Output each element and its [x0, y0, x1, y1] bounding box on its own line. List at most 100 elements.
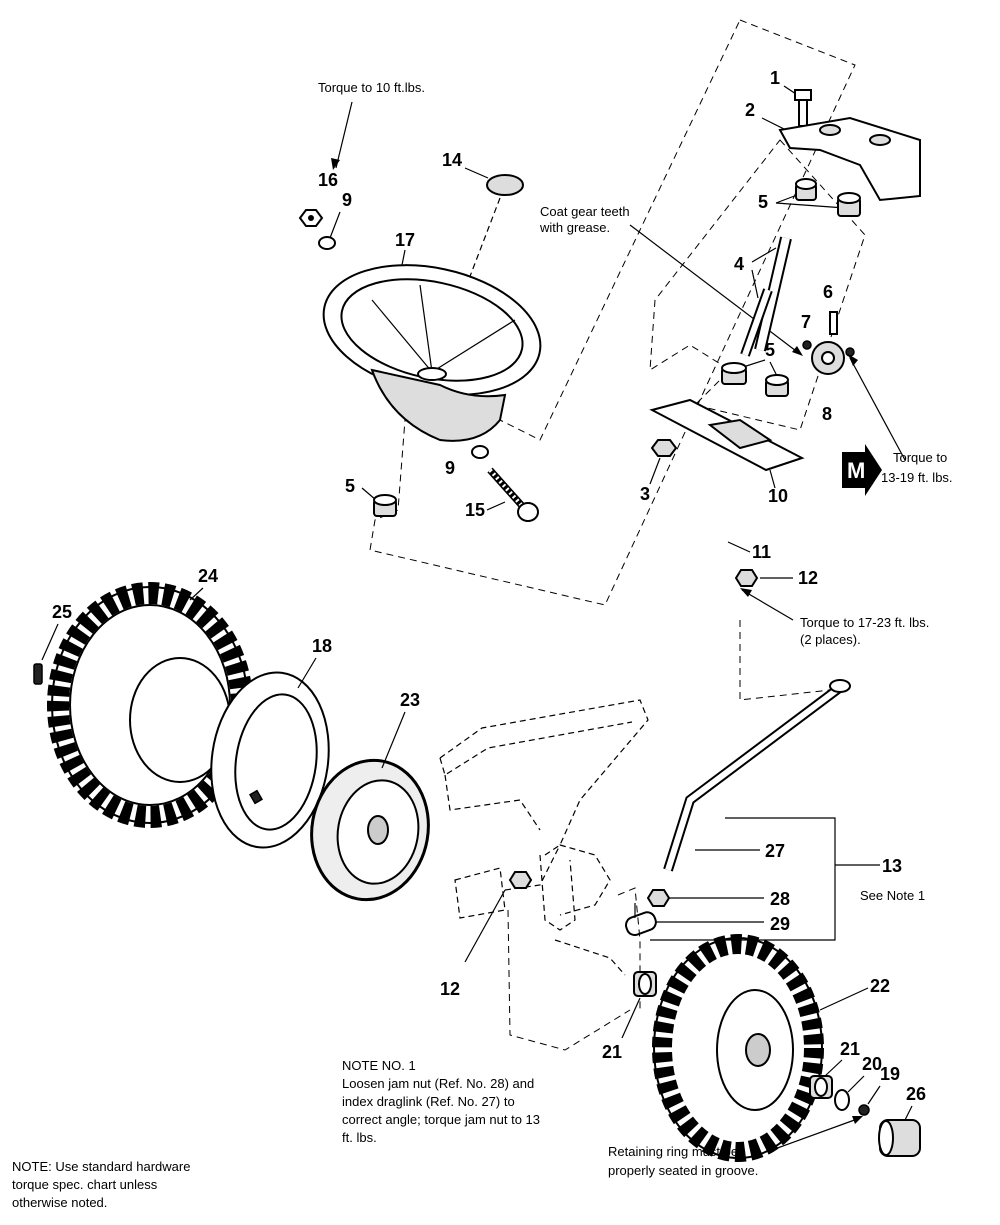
general-note-line2: torque spec. chart unless: [12, 1177, 158, 1192]
note1-line1: Loosen jam nut (Ref. No. 28) and: [342, 1076, 534, 1091]
leader-line: [727, 541, 751, 553]
leader-line: [381, 711, 406, 769]
bushing-5-upper-a: [795, 178, 817, 201]
leader-line: [847, 1075, 865, 1093]
general-note-line3: otherwise noted.: [12, 1195, 107, 1210]
retaining-ring-arrow-line: [771, 1117, 861, 1151]
arrow-head-icon: [848, 354, 858, 366]
draglink-end: [829, 679, 851, 693]
steering-wheel-17: [322, 264, 542, 442]
callout-22: 22: [870, 976, 890, 996]
callout-16: 16: [318, 170, 338, 190]
bushing-21-inner: [633, 971, 657, 997]
leader-line: [464, 889, 506, 963]
bushing-21-outer: [809, 1075, 833, 1099]
leader-line: [621, 997, 641, 1039]
inner-tube-18: [210, 671, 330, 849]
hub-cap-26: [878, 1119, 921, 1157]
callout-4: 4: [734, 254, 744, 274]
leader-line: [486, 501, 506, 511]
bushing-5-upper-b: [837, 192, 861, 217]
leader-line: [329, 211, 341, 239]
coat-gear-note-line2: with grease.: [539, 220, 610, 235]
callout-25: 25: [52, 602, 72, 622]
bushing-5-lower-a: [721, 362, 747, 385]
pitman-arm-11-inner: [714, 514, 743, 603]
note1-line2: index draglink (Ref. No. 27) to: [342, 1094, 515, 1109]
callout-5-upper: 5: [758, 192, 768, 212]
arrow-head-icon: [740, 588, 752, 597]
shaft-4-lower: [740, 288, 773, 357]
callout-9-lower: 9: [445, 458, 455, 478]
callout-12-frame: 12: [440, 979, 460, 999]
callout-14: 14: [442, 150, 462, 170]
bolt-15: [487, 467, 539, 522]
callout-23: 23: [400, 690, 420, 710]
nut-12-arm: [734, 569, 759, 587]
callout-1: 1: [770, 68, 780, 88]
draglink-27: [663, 682, 845, 872]
service-manual-badge: M: [842, 444, 882, 496]
steering-shaft-boundary: [649, 139, 866, 431]
washer-20: [834, 1089, 850, 1111]
note1-title: NOTE NO. 1: [342, 1058, 416, 1073]
bushing-5-wheel: [373, 494, 397, 517]
callout-15: 15: [465, 500, 485, 520]
callout-19: 19: [880, 1064, 900, 1084]
leader-line: [751, 247, 777, 263]
bracket-13-group: [650, 817, 836, 941]
general-note-line1: NOTE: Use standard hardware: [12, 1159, 190, 1174]
callout-3: 3: [640, 484, 650, 504]
front-tire-22: [652, 934, 824, 1162]
coat-gear-arrow-line: [629, 224, 801, 355]
retaining-ring-note-line2: properly seated in groove.: [608, 1163, 758, 1178]
pinion-gear-8: [811, 341, 845, 375]
callout-13: 13: [882, 856, 902, 876]
callout-12-arm: 12: [798, 568, 818, 588]
torque-sector-note-line1: Torque to: [893, 450, 947, 465]
jam-nut-28: [646, 889, 671, 907]
nut-3: [650, 439, 678, 457]
ball-joint-29: [625, 903, 657, 936]
washer-9-lower: [471, 445, 489, 459]
callout-8: 8: [822, 404, 832, 424]
callout-26: 26: [906, 1084, 926, 1104]
callout-2: 2: [745, 100, 755, 120]
fastener: [845, 347, 855, 357]
torque-arrow-line: [335, 101, 353, 169]
arrow-head-icon: [852, 1116, 863, 1124]
callout-7: 7: [801, 312, 811, 332]
fastener-7: [802, 340, 812, 350]
frame-axle-boundary: [507, 909, 631, 1051]
plate-cutout: [707, 418, 773, 450]
callout-9-top: 9: [342, 190, 352, 210]
leader-line: [649, 457, 661, 485]
leader-line: [769, 469, 776, 489]
callout-18: 18: [312, 636, 332, 656]
note1-line3: correct angle; torque jam nut to 13: [342, 1112, 540, 1127]
bolt-1: [794, 89, 812, 127]
leader-line: [819, 987, 869, 1011]
leader-line: [189, 587, 204, 601]
shaft-4-upper: [754, 236, 792, 352]
note1-line4: ft. lbs.: [342, 1130, 377, 1145]
leader-line: [751, 269, 759, 299]
torque-sector-arrow-line: [849, 357, 906, 461]
bracket-hole: [869, 134, 891, 146]
callout-5-lower: 5: [765, 340, 775, 360]
torque-arm-note-line1: Torque to 17-23 ft. lbs.: [800, 615, 929, 630]
callout-20: 20: [862, 1054, 882, 1074]
nut-hole: [308, 215, 314, 221]
leader-line: [464, 167, 489, 179]
callout-6: 6: [823, 282, 833, 302]
leader-line: [824, 1059, 843, 1077]
retaining-ring-19: [858, 1104, 870, 1116]
callout-28: 28: [770, 889, 790, 909]
callout-5-wheel: 5: [345, 476, 355, 496]
callout-27: 27: [765, 841, 785, 861]
retaining-ring-note-line1: Retaining ring must be: [608, 1144, 738, 1159]
arrow-head-icon: [792, 346, 803, 356]
callout-29: 29: [770, 914, 790, 934]
